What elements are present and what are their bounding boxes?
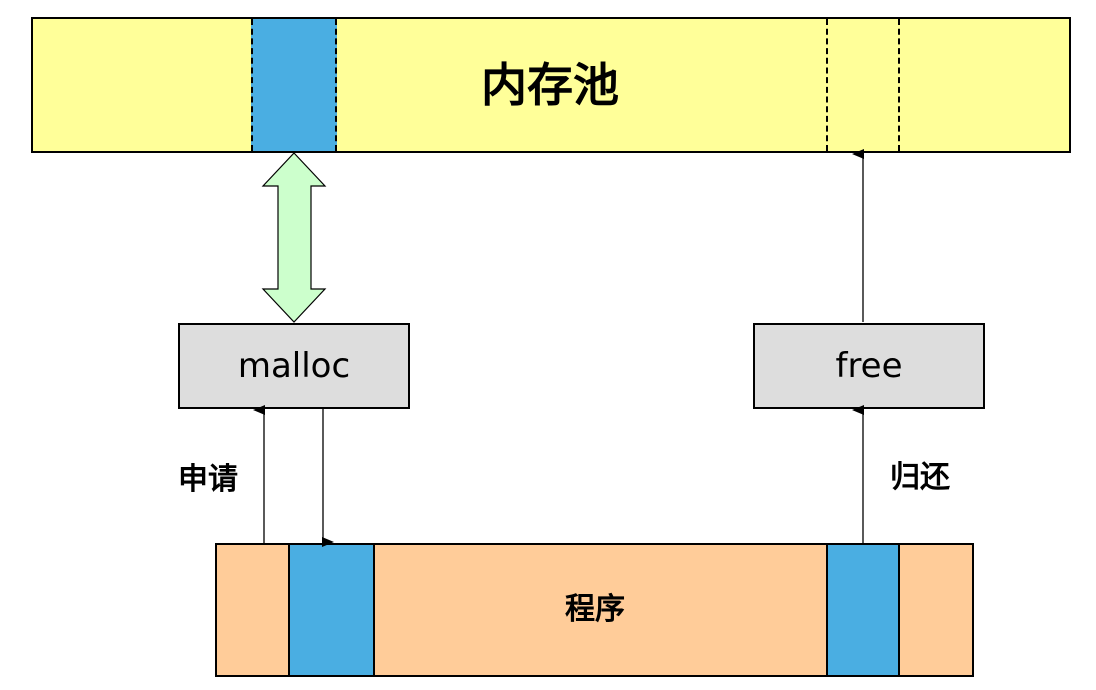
pool-returned-block bbox=[826, 19, 900, 151]
malloc-box: malloc bbox=[178, 323, 410, 409]
malloc-label: malloc bbox=[237, 346, 351, 386]
program-block-to-return bbox=[826, 543, 900, 677]
return-label: 归还 bbox=[890, 460, 950, 495]
free-label: free bbox=[835, 346, 903, 386]
request-label: 申请 bbox=[178, 462, 238, 497]
program-label: 程序 bbox=[565, 592, 625, 627]
memory-pool-bar bbox=[31, 17, 1071, 153]
pool-allocated-block bbox=[251, 19, 337, 151]
double-arrow-pool-malloc bbox=[261, 152, 327, 323]
free-box: free bbox=[753, 323, 985, 409]
program-block-allocated bbox=[288, 543, 375, 677]
memory-pool-label: 内存池 bbox=[481, 58, 619, 112]
